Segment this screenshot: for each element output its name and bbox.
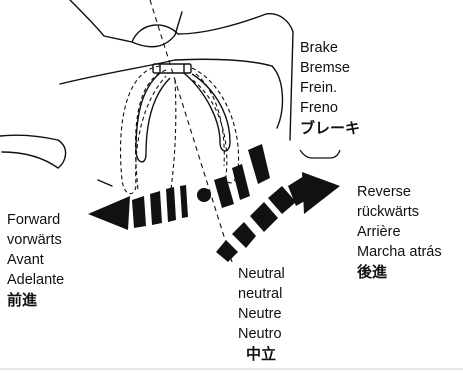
forward-label-fr: Avant: [7, 250, 64, 270]
vehicle-body-outline: [0, 0, 293, 186]
brake-lever: [136, 64, 230, 162]
forward-label-jp: 前進: [7, 290, 64, 310]
shift-pivot-dot: [197, 188, 211, 202]
reverse-label-jp: 後進: [357, 262, 442, 282]
brake-label-de: Bremse: [300, 58, 360, 78]
reverse-label-fr: Arrière: [357, 222, 442, 242]
forward-label-de: vorwärts: [7, 230, 64, 250]
brake-label-es: Freno: [300, 98, 360, 118]
neutral-label-jp: 中立: [246, 344, 285, 364]
brake-label-fr: Frein.: [300, 78, 360, 98]
forward-label-group: Forward vorwärts Avant Adelante 前進: [7, 210, 64, 310]
brake-label-group: Brake Bremse Frein. Freno ブレーキ: [300, 38, 360, 138]
neutral-label-group: Neutral neutral Neutre Neutro 中立: [238, 264, 285, 364]
reverse-label-de: rückwärts: [357, 202, 442, 222]
forward-label-en: Forward: [7, 210, 64, 230]
upper-dashes: [214, 144, 270, 208]
reverse-arrow: [216, 172, 340, 262]
brake-label-en: Brake: [300, 38, 360, 58]
forward-arrow: [88, 185, 188, 230]
reverse-label-es: Marcha atrás: [357, 242, 442, 262]
neutral-label-en: Neutral: [238, 264, 285, 284]
reverse-label-en: Reverse: [357, 182, 442, 202]
reverse-label-group: Reverse rückwärts Arrière Marcha atrás 後…: [357, 182, 442, 282]
center-axis-line: [150, 0, 232, 262]
neutral-label-de: neutral: [238, 284, 285, 304]
brake-underline-bracket: [300, 150, 340, 158]
neutral-label-fr: Neutre: [238, 304, 285, 324]
brake-label-jp: ブレーキ: [300, 118, 360, 138]
neutral-label-es: Neutro: [238, 324, 285, 344]
forward-label-es: Adelante: [7, 270, 64, 290]
